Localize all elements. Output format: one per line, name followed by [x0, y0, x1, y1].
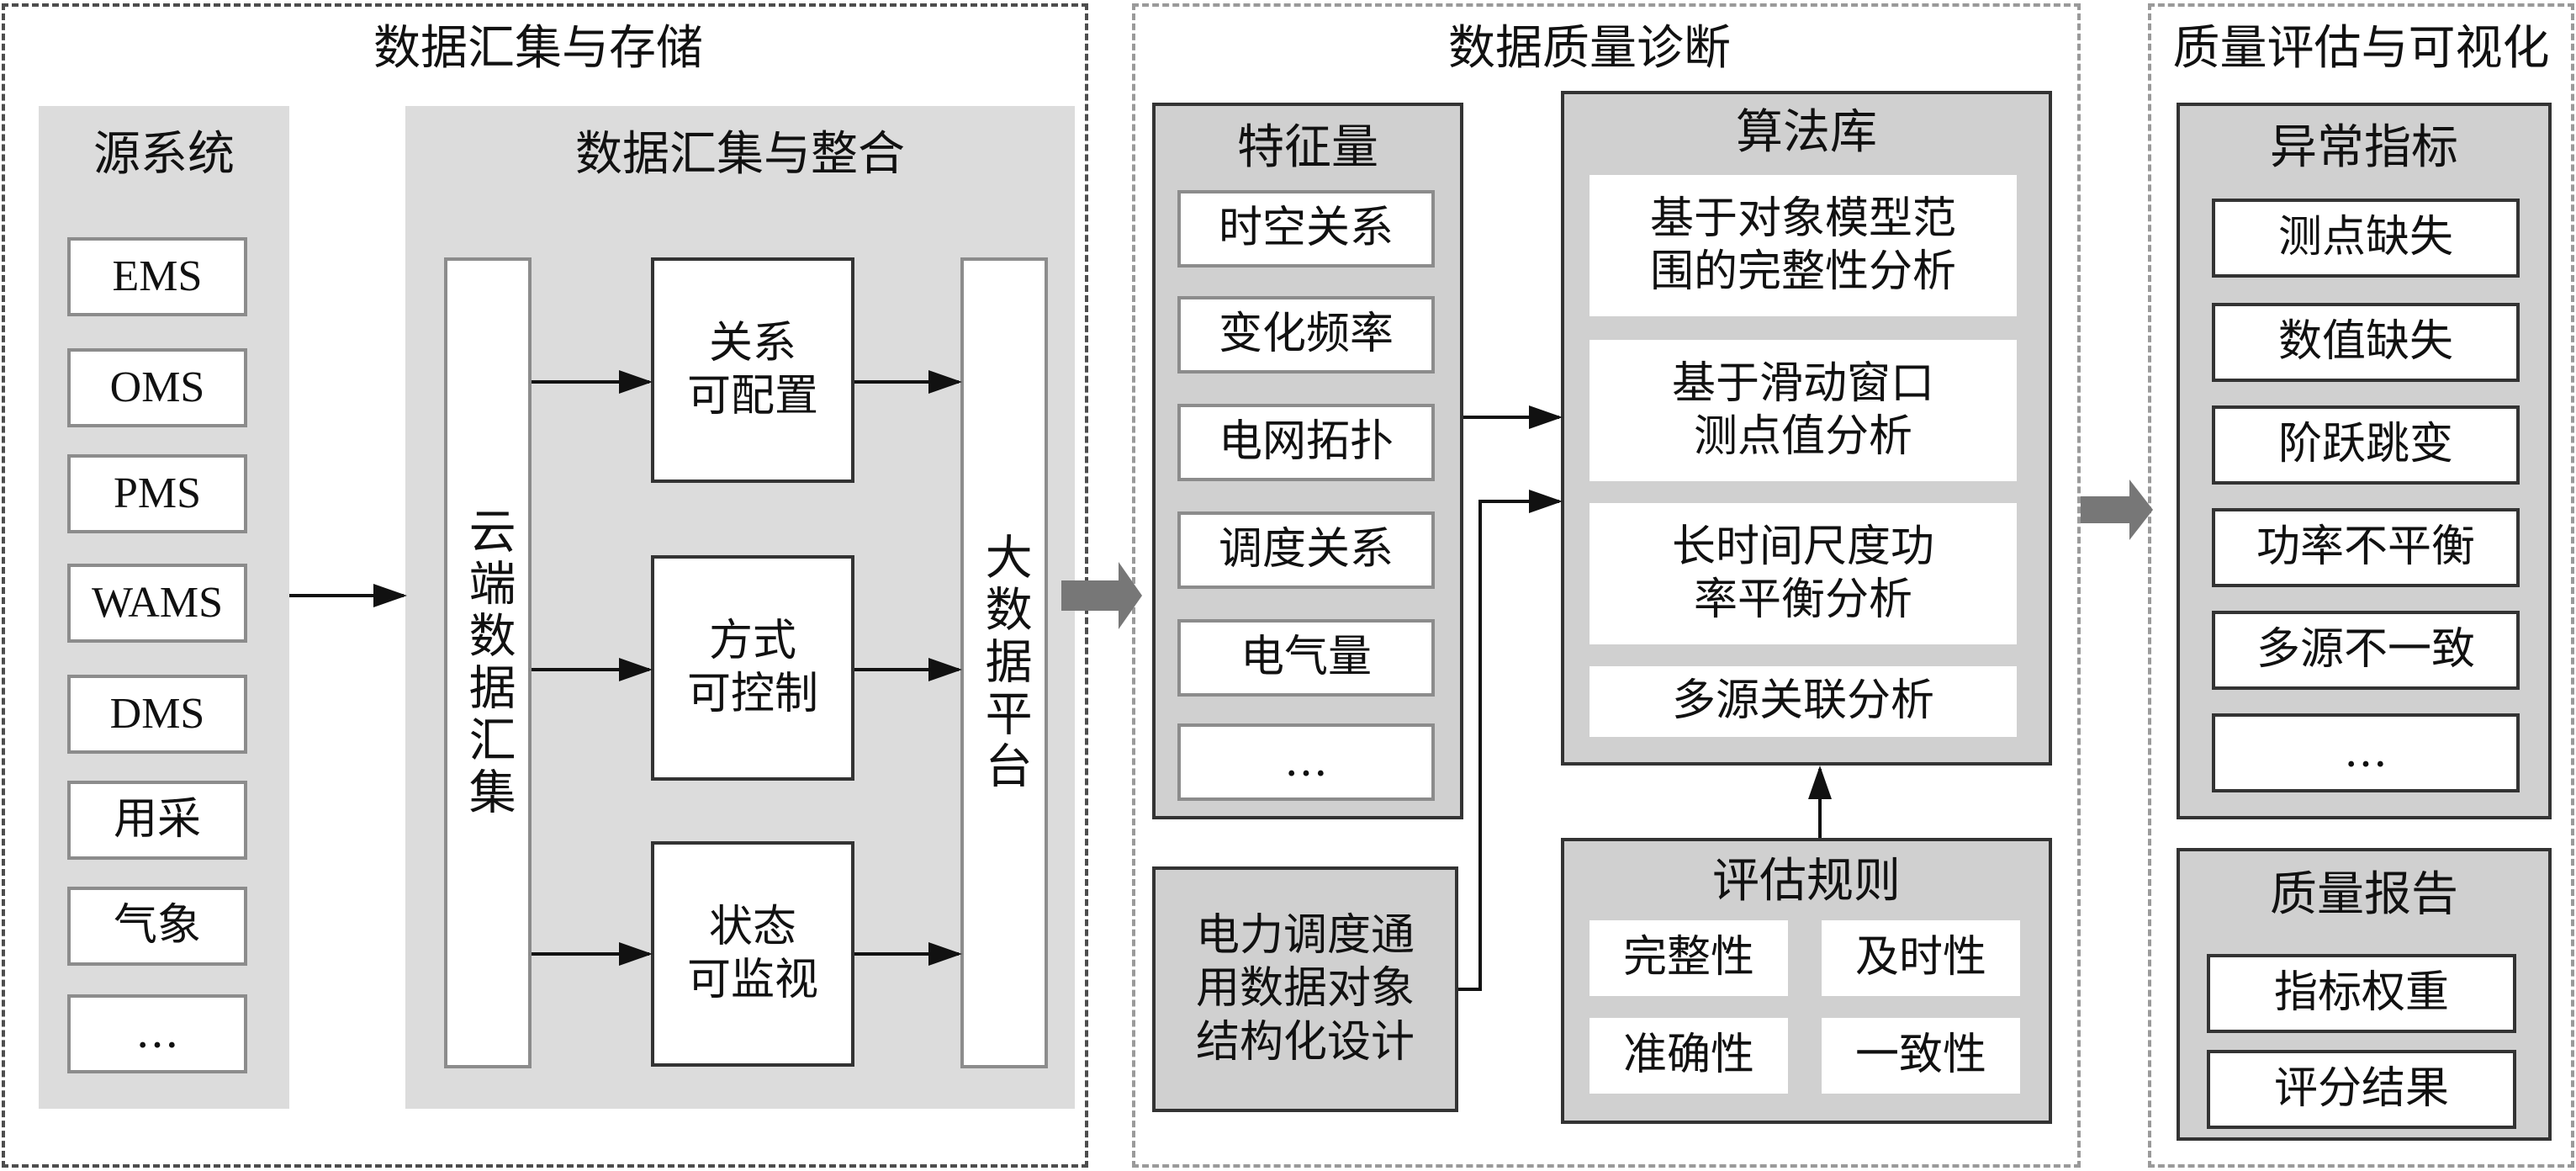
rule-consistency: 一致性 — [1822, 1018, 2020, 1094]
anomaly-multi-source-inconsistency: 多源不一致 — [2212, 611, 2520, 690]
state-monitorable-box: 状态 可监视 — [651, 841, 854, 1067]
big-data-platform-box: 大数据平台 — [960, 257, 1048, 1068]
report-indicator-weight: 指标权重 — [2207, 954, 2516, 1033]
feature-grid-topology: 电网拓扑 — [1177, 404, 1435, 481]
section-title-evaluation: 质量评估与可视化 — [2172, 21, 2550, 76]
aggregation-title: 数据汇集与整合 — [575, 127, 905, 182]
source-oms: OMS — [67, 348, 247, 427]
section-title-diagnosis: 数据质量诊断 — [1448, 21, 1731, 76]
feature-electrical-quantity: 电气量 — [1177, 619, 1435, 697]
object-structure-design-box: 电力调度通 用数据对象 结构化设计 — [1152, 866, 1458, 1112]
algo-power-balance-analysis: 长时间尺度功 率平衡分析 — [1590, 503, 2017, 644]
relation-configurable-box: 关系 可配置 — [651, 257, 854, 483]
feature-change-frequency: 变化频率 — [1177, 296, 1435, 374]
cloud-aggregation-box: 云端数据汇集 — [444, 257, 532, 1068]
algo-completeness-analysis: 基于对象模型范 围的完整性分析 — [1590, 175, 2017, 316]
feature-spatiotemporal: 时空关系 — [1177, 190, 1435, 268]
anomaly-missing-value: 数值缺失 — [2212, 303, 2520, 382]
source-weather: 气象 — [67, 887, 247, 966]
source-pms: PMS — [67, 454, 247, 533]
feature-dispatch-relation: 调度关系 — [1177, 511, 1435, 589]
source-yongcai: 用采 — [67, 781, 247, 860]
mode-controllable-box: 方式 可控制 — [651, 555, 854, 781]
anomaly-power-imbalance: 功率不平衡 — [2212, 508, 2520, 587]
source-system-title: 源系统 — [93, 127, 235, 182]
anomaly-indicators-title: 异常指标 — [2270, 120, 2458, 175]
source-ems: EMS — [67, 237, 247, 316]
big-arrow-diagnosis-to-evaluation — [2081, 480, 2153, 540]
source-more: … — [67, 994, 247, 1073]
algo-sliding-window-analysis: 基于滑动窗口 测点值分析 — [1590, 340, 2017, 481]
section-title-storage: 数据汇集与存储 — [373, 21, 703, 76]
source-wams: WAMS — [67, 564, 247, 643]
evaluation-rules-title: 评估规则 — [1712, 854, 1901, 909]
features-title: 特征量 — [1237, 120, 1378, 175]
rule-accuracy: 准确性 — [1590, 1018, 1788, 1094]
big-arrow-storage-to-diagnosis — [1061, 562, 1142, 629]
source-dms: DMS — [67, 675, 247, 754]
algorithm-library-title: 算法库 — [1736, 105, 1877, 160]
anomaly-step-jump: 阶跃跳变 — [2212, 405, 2520, 485]
rule-timeliness: 及时性 — [1822, 920, 2020, 996]
algo-multi-source-association: 多源关联分析 — [1590, 666, 2017, 737]
section-quality-evaluation — [2148, 3, 2574, 1168]
arrow-object-design-to-algorithms — [1458, 490, 1563, 991]
anomaly-missing-point: 测点缺失 — [2212, 199, 2520, 278]
rule-completeness: 完整性 — [1590, 920, 1788, 996]
anomaly-more: … — [2212, 713, 2520, 792]
quality-report-title: 质量报告 — [2270, 867, 2458, 922]
feature-more: … — [1177, 723, 1435, 801]
report-score-result: 评分结果 — [2207, 1050, 2516, 1129]
